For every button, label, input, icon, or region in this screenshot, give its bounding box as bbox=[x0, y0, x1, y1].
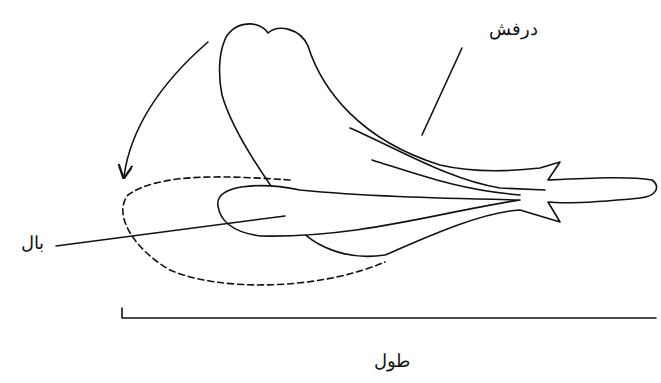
leader-line bbox=[422, 48, 462, 135]
fin-line bbox=[372, 160, 520, 195]
dimension-label: طول bbox=[372, 350, 412, 372]
wing bbox=[218, 186, 520, 236]
length-bar bbox=[122, 308, 656, 318]
part-label: درفش bbox=[487, 18, 540, 40]
fin-line bbox=[350, 128, 545, 190]
part-label: بال bbox=[19, 232, 46, 254]
motion-arrow bbox=[124, 42, 208, 176]
leader-line bbox=[56, 216, 285, 246]
